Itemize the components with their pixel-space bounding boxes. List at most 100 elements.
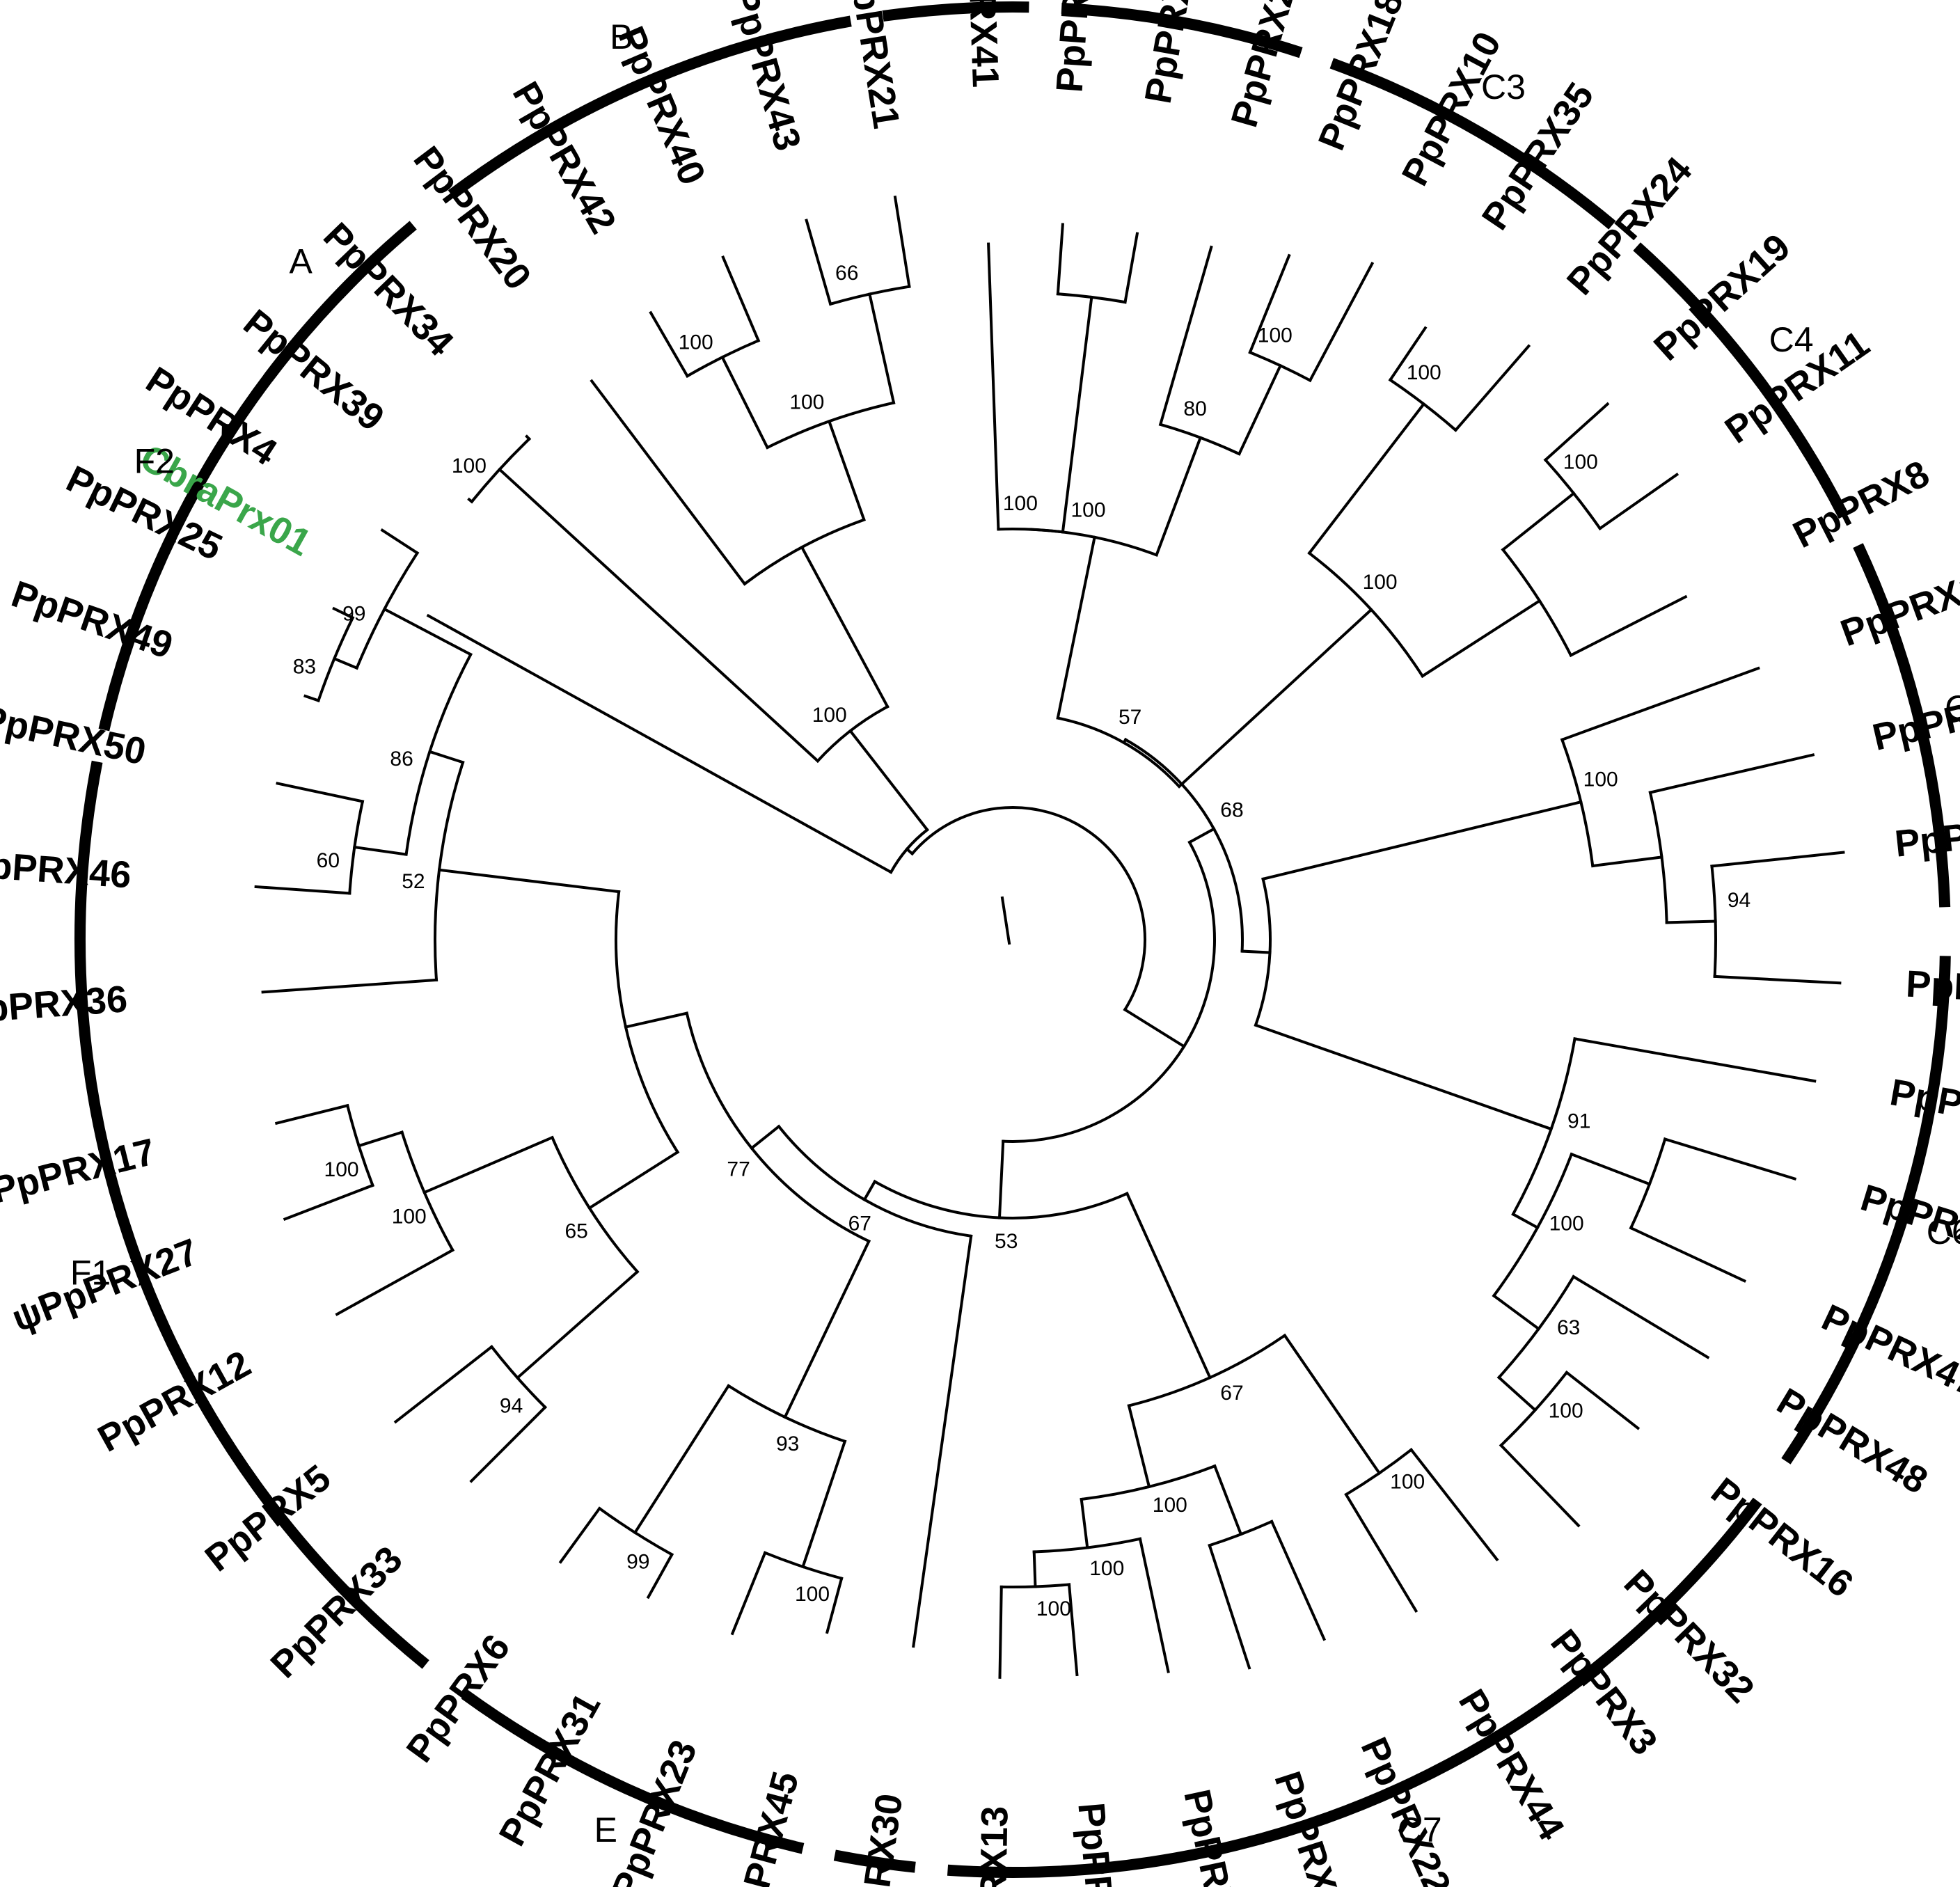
tree-branch: [469, 1405, 548, 1483]
tree-branch: [1237, 363, 1283, 456]
taxon-label: PpPRX30: [846, 1791, 911, 1887]
tree-branch: [1123, 1007, 1186, 1049]
tree-branch: [276, 782, 365, 803]
clade-arc: [1853, 543, 1951, 908]
tree-branch: [1492, 1293, 1541, 1331]
tree-branch: [1665, 919, 1717, 924]
tree-node-arc: [1248, 350, 1312, 383]
tree-branch: [1056, 535, 1096, 720]
tree-node-arc: [470, 436, 532, 504]
bootstrap-value: 100: [1363, 571, 1398, 594]
tree-branch: [1569, 594, 1688, 658]
tree-branch: [422, 1135, 555, 1194]
bootstrap-value: 83: [293, 655, 316, 678]
tree-node-arc: [1127, 1333, 1287, 1407]
tree-branch: [427, 750, 465, 764]
taxon-label: PpPRX20: [405, 139, 539, 298]
tree-branch: [720, 355, 770, 450]
tree-node-arc: [828, 285, 911, 306]
tree-branch: [800, 545, 890, 709]
tree-node-arc: [1501, 547, 1573, 658]
bootstrap-value: 100: [1070, 498, 1105, 521]
tree-node-arc: [1388, 378, 1458, 432]
bootstrap-value: 100: [1549, 1400, 1583, 1423]
bootstrap-labels: 6857100100801001001001001009491100631005…: [293, 262, 1751, 1620]
tree-branch: [1061, 295, 1093, 534]
tree-node-arc: [777, 1124, 973, 1238]
taxon-label: PpPRX47: [1816, 1296, 1960, 1405]
tree-branch: [1499, 1443, 1581, 1528]
clade-arc: [1329, 58, 1616, 230]
tree-branch: [261, 978, 438, 994]
tree-branch: [912, 1234, 973, 1648]
clade-arc: [263, 221, 417, 382]
tree-node-arc: [743, 518, 866, 586]
tree-branch: [867, 292, 896, 405]
tree-node-arc: [1307, 551, 1425, 679]
tree-branch: [1032, 1550, 1037, 1588]
clade-arc: [833, 1849, 916, 1873]
tree-branch: [1388, 326, 1428, 382]
tree-node-arc: [1710, 864, 1718, 978]
tree-branch: [649, 310, 690, 378]
bootstrap-value: 100: [1153, 1494, 1187, 1517]
tree-branch: [274, 1103, 349, 1126]
bootstrap-value: 100: [1258, 324, 1293, 347]
tree-branch: [587, 1150, 680, 1210]
bootstrap-value: 93: [776, 1432, 799, 1455]
tree-branch: [254, 885, 351, 895]
tree-branch: [1056, 223, 1064, 296]
tree-branch: [1663, 1137, 1797, 1181]
tree-branch: [998, 1585, 1003, 1679]
clade-label: C7: [1398, 1810, 1442, 1849]
taxon-label: PpPRX17: [0, 1131, 159, 1212]
taxon-label: PpPRX29: [1070, 1801, 1126, 1887]
tree-branch: [1710, 851, 1845, 868]
tree-branch: [1127, 1404, 1151, 1489]
bootstrap-value: 80: [1183, 397, 1206, 420]
tree-branch: [357, 1130, 404, 1148]
tree-node-arc: [763, 1551, 844, 1581]
tree-node-arc: [1629, 1137, 1667, 1230]
tree-node-arc: [404, 652, 473, 856]
bootstrap-value: 86: [390, 748, 413, 771]
taxon-label: PpPRX7: [1892, 808, 1960, 865]
tree-branch: [393, 1345, 494, 1424]
taxon-label: PpPRX8: [1787, 452, 1936, 556]
bootstrap-value: 100: [1563, 450, 1598, 473]
root-arc: [910, 806, 1146, 1012]
taxon-label: PpPRX38: [1048, 0, 1102, 94]
bootstrap-value: 94: [500, 1395, 523, 1418]
clade-arcs: [74, 1, 1951, 1879]
tree-branch: [1125, 1192, 1212, 1380]
tree-branch: [1123, 232, 1139, 304]
clade-label: C3: [1481, 68, 1526, 106]
bootstrap-value: 100: [1003, 492, 1038, 515]
tree-branch: [1177, 608, 1373, 789]
tree-branch: [380, 528, 420, 555]
tree-branch: [1409, 1448, 1499, 1562]
taxon-label: PpPRX50: [0, 697, 150, 773]
tree-branch: [783, 1239, 871, 1419]
clade-arc: [882, 1, 1029, 22]
tree-branch: [721, 255, 761, 342]
tree-branch: [1080, 1497, 1089, 1549]
tree-node-arc: [355, 551, 420, 670]
bootstrap-value: 67: [848, 1213, 871, 1235]
clade-label: C6: [1927, 1213, 1960, 1252]
tree-branch: [1591, 855, 1663, 868]
tree-node-arc: [765, 401, 896, 450]
bootstrap-value: 100: [1583, 768, 1618, 791]
taxon-label: PpPRX28: [1266, 1767, 1357, 1887]
bootstrap-value: 53: [995, 1230, 1018, 1253]
taxon-label: PpPRX10: [1394, 25, 1510, 192]
clade-arc: [461, 1689, 805, 1854]
tree-branch: [1453, 344, 1531, 432]
tree-branch: [1571, 1274, 1710, 1359]
tree-branch: [1573, 1037, 1817, 1083]
clade-arc: [74, 760, 429, 1669]
root-stem: [1000, 896, 1011, 945]
taxon-label: PpPRX37: [1905, 963, 1960, 1013]
tree-branch: [590, 379, 747, 586]
